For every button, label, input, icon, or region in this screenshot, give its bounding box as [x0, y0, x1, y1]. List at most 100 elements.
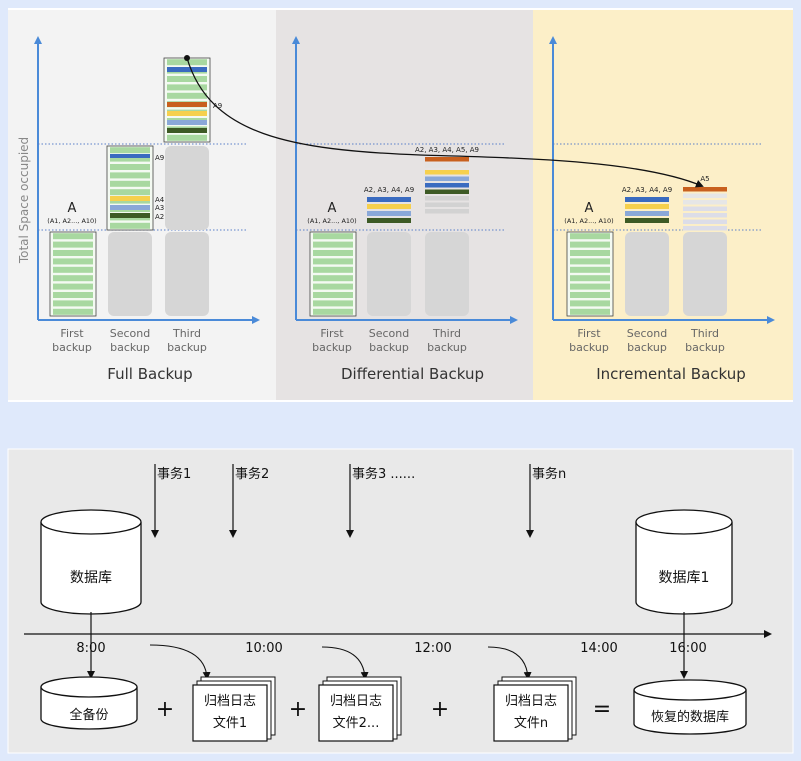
restored-label: 恢复的数据库: [651, 709, 729, 725]
color-bar: [367, 204, 411, 209]
x-label: First: [60, 327, 84, 340]
stripe: [167, 84, 207, 91]
block-a-sub: (A1, A2..., A10): [47, 217, 96, 225]
y-axis-label: Total Space occupied: [17, 137, 31, 264]
placeholder-block: [625, 232, 669, 316]
changed-a3: [167, 120, 207, 125]
x-label: backup: [52, 341, 92, 354]
color-bar: [625, 211, 669, 216]
plus-sign: +: [289, 697, 307, 722]
stripe: [570, 233, 610, 240]
x-label: backup: [369, 341, 409, 354]
block-tag: A2: [155, 213, 164, 221]
color-bar: [425, 183, 469, 188]
x-label: backup: [167, 341, 207, 354]
x-label: Third: [172, 327, 201, 340]
color-bar: [625, 218, 669, 223]
cylinder-top: [40, 676, 138, 698]
stripe: [570, 308, 610, 315]
color-bar: [683, 187, 727, 192]
changed-a9: [167, 67, 207, 72]
transaction-label: 事务2: [235, 466, 269, 482]
block-tag: A2, A3, A4, A9: [364, 186, 414, 194]
x-label: Second: [627, 327, 667, 340]
log-name: 文件n: [514, 716, 548, 731]
color-bar: [683, 213, 727, 218]
stripe: [53, 283, 93, 290]
x-label: backup: [110, 341, 150, 354]
block-a-label: A: [585, 201, 594, 216]
stripe: [53, 308, 93, 315]
block-a-outline: [566, 231, 614, 317]
color-bar: [683, 226, 727, 231]
x-label: backup: [569, 341, 609, 354]
color-bar: [367, 197, 411, 202]
changed-a4: [110, 196, 150, 201]
stripe: [313, 266, 353, 273]
stripe: [570, 300, 610, 307]
section-title: Full Backup: [107, 365, 192, 383]
stripe: [110, 147, 150, 154]
plus-sign: +: [156, 697, 174, 722]
stripe: [110, 222, 150, 229]
database-left-label: 数据库: [70, 570, 112, 586]
placeholder-block: [165, 146, 209, 230]
stripe: [110, 172, 150, 179]
placeholder-block: [108, 232, 152, 316]
log-document: 归档日志文件2...: [318, 676, 402, 742]
x-label: Third: [432, 327, 461, 340]
transaction-label: 事务3 ......: [352, 466, 415, 482]
block-tag: A4: [155, 196, 165, 204]
placeholder-block: [683, 232, 727, 316]
stripe: [167, 134, 207, 141]
color-bar: [425, 196, 469, 201]
changed-a2: [167, 128, 207, 133]
color-bar: [683, 193, 727, 198]
stripe: [313, 233, 353, 240]
restored-cylinder: [633, 679, 747, 735]
x-label: Third: [690, 327, 719, 340]
stripe: [313, 292, 353, 298]
stripe: [53, 266, 93, 273]
database-right: [635, 509, 733, 615]
cylinder-body: [40, 522, 142, 615]
block-a-label: A: [328, 201, 337, 216]
plus-sign: +: [431, 697, 449, 722]
x-label: backup: [427, 341, 467, 354]
stripe: [53, 292, 93, 298]
block-tag: A5: [700, 175, 709, 183]
changed-a5: [167, 102, 207, 107]
cylinder-body: [635, 522, 733, 615]
placeholder-block: [425, 232, 469, 316]
color-bar: [425, 157, 469, 162]
changed-a4: [167, 111, 207, 116]
cylinder-body: [40, 687, 138, 730]
section-title: Differential Backup: [341, 365, 484, 383]
equals-sign: =: [593, 697, 611, 722]
color-bar: [367, 211, 411, 216]
placeholder-block: [367, 232, 411, 316]
stripe: [110, 189, 150, 196]
stripe: [110, 180, 150, 187]
chart-2: FirstbackupSecondbackupThirdbackupIncrem…: [549, 36, 775, 383]
color-bar: [625, 197, 669, 202]
time-label: 16:00: [669, 641, 706, 656]
stripe: [570, 258, 610, 265]
x-label: backup: [685, 341, 725, 354]
log-name: 文件1: [213, 716, 247, 731]
stripe: [53, 258, 93, 265]
stripe: [570, 266, 610, 273]
stripe: [167, 76, 207, 82]
block-a-outline: [309, 231, 357, 317]
x-label: backup: [627, 341, 667, 354]
color-bar: [425, 202, 469, 207]
doc-front: [192, 684, 268, 742]
stripe: [570, 283, 610, 290]
stripe: [167, 59, 207, 66]
chart-1: FirstbackupSecondbackupThirdbackupDiffer…: [292, 36, 518, 383]
